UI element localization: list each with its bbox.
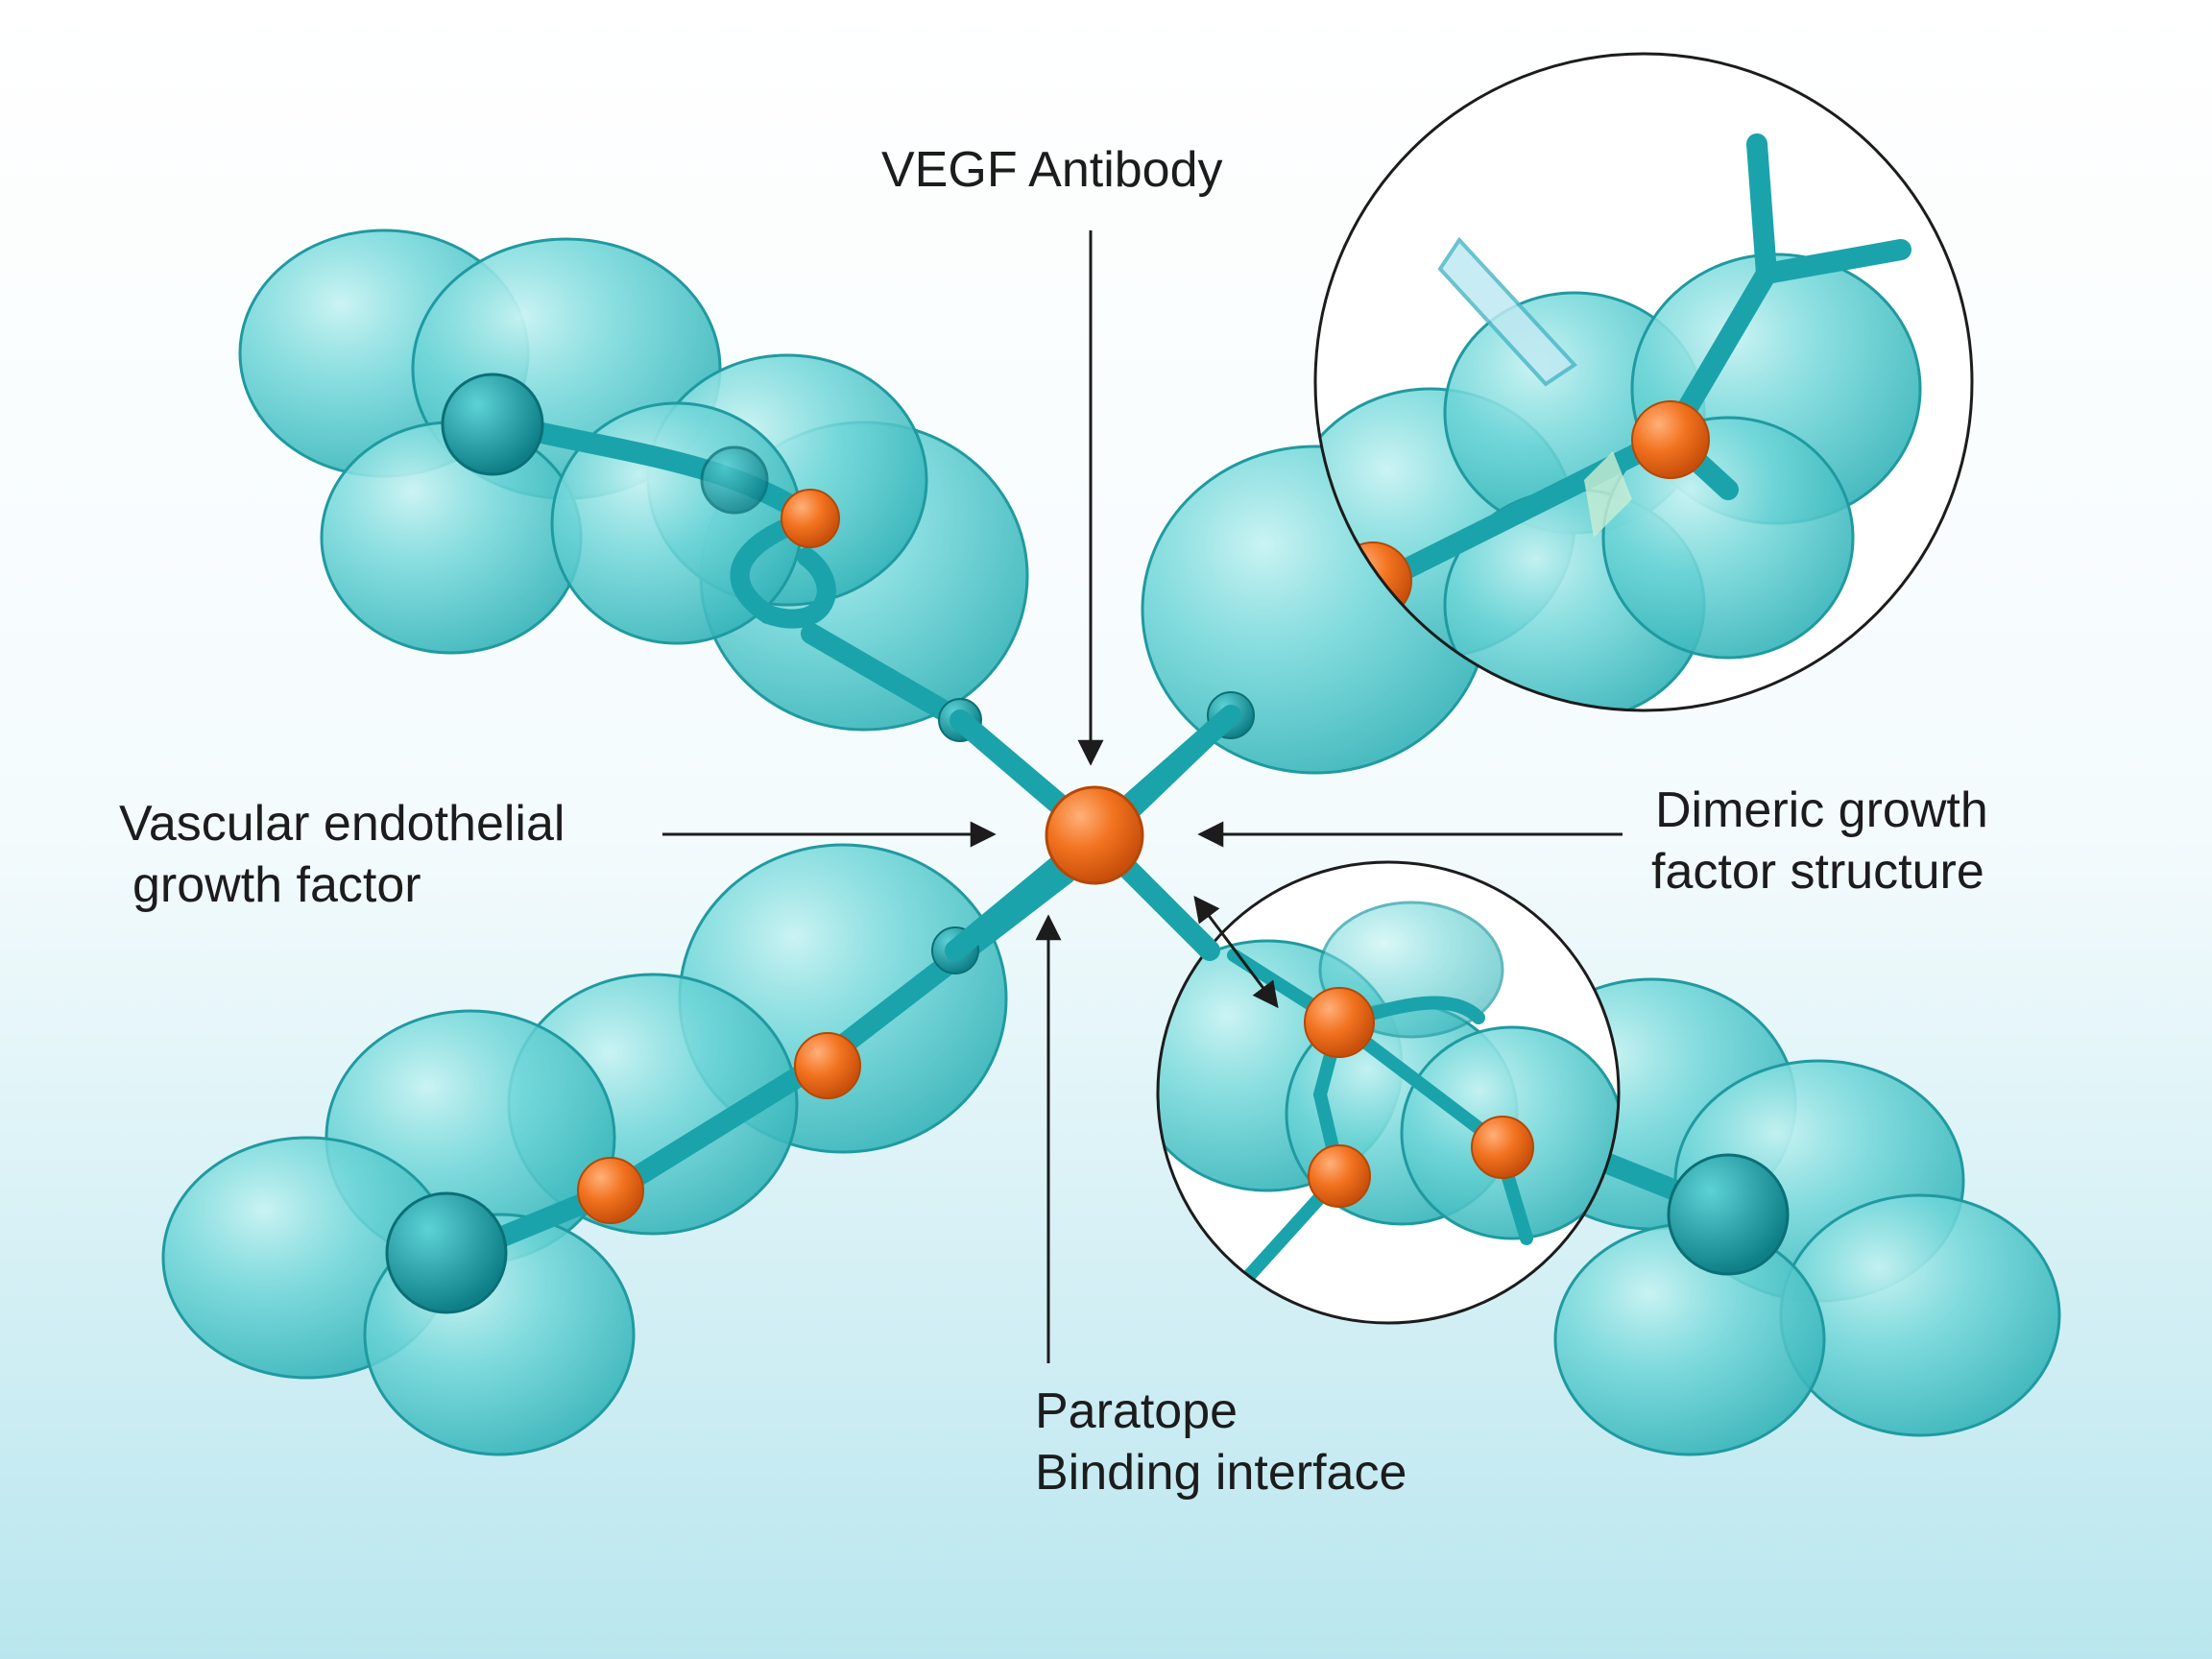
label-vascular-endothelial-growth-factor: Vascular endothelial growth factor: [119, 793, 565, 916]
leader-arrows: [662, 230, 1623, 1363]
label-vegf-antibody: VEGF Antibody: [881, 139, 1223, 201]
label-paratope-line-1: Paratope: [1035, 1383, 1238, 1439]
label-vegf-line-1: Vascular endothelial: [119, 796, 565, 852]
joint-bottom-left-1: [794, 1032, 861, 1099]
node-dark-bottom-right: [1667, 1153, 1790, 1276]
label-paratope-line-2: Binding interface: [1035, 1445, 1407, 1501]
central-joint: [1045, 785, 1144, 885]
label-vegf-antibody-line-1: VEGF Antibody: [881, 142, 1223, 198]
joint-bottom-left-2: [577, 1157, 644, 1224]
node-dark-top-left: [441, 373, 544, 476]
arrow-binding-interface: [1193, 895, 1279, 1009]
label-paratope-binding-interface: Paratope Binding interface: [1035, 1381, 1407, 1503]
domain-bottom-left: [161, 843, 1008, 1456]
label-vegf-line-2: growth factor: [132, 857, 421, 913]
joint-top-left: [781, 489, 840, 548]
node-dark-bottom-left: [385, 1191, 508, 1314]
node-dark-top-left-inner: [700, 445, 769, 515]
label-dimeric-line-1: Dimeric growth: [1655, 782, 1988, 838]
label-dimeric-line-2: factor structure: [1651, 844, 1984, 900]
lens-top-right: [1313, 52, 1974, 712]
label-dimeric-growth-factor-structure: Dimeric growth factor structure: [1651, 780, 1988, 902]
